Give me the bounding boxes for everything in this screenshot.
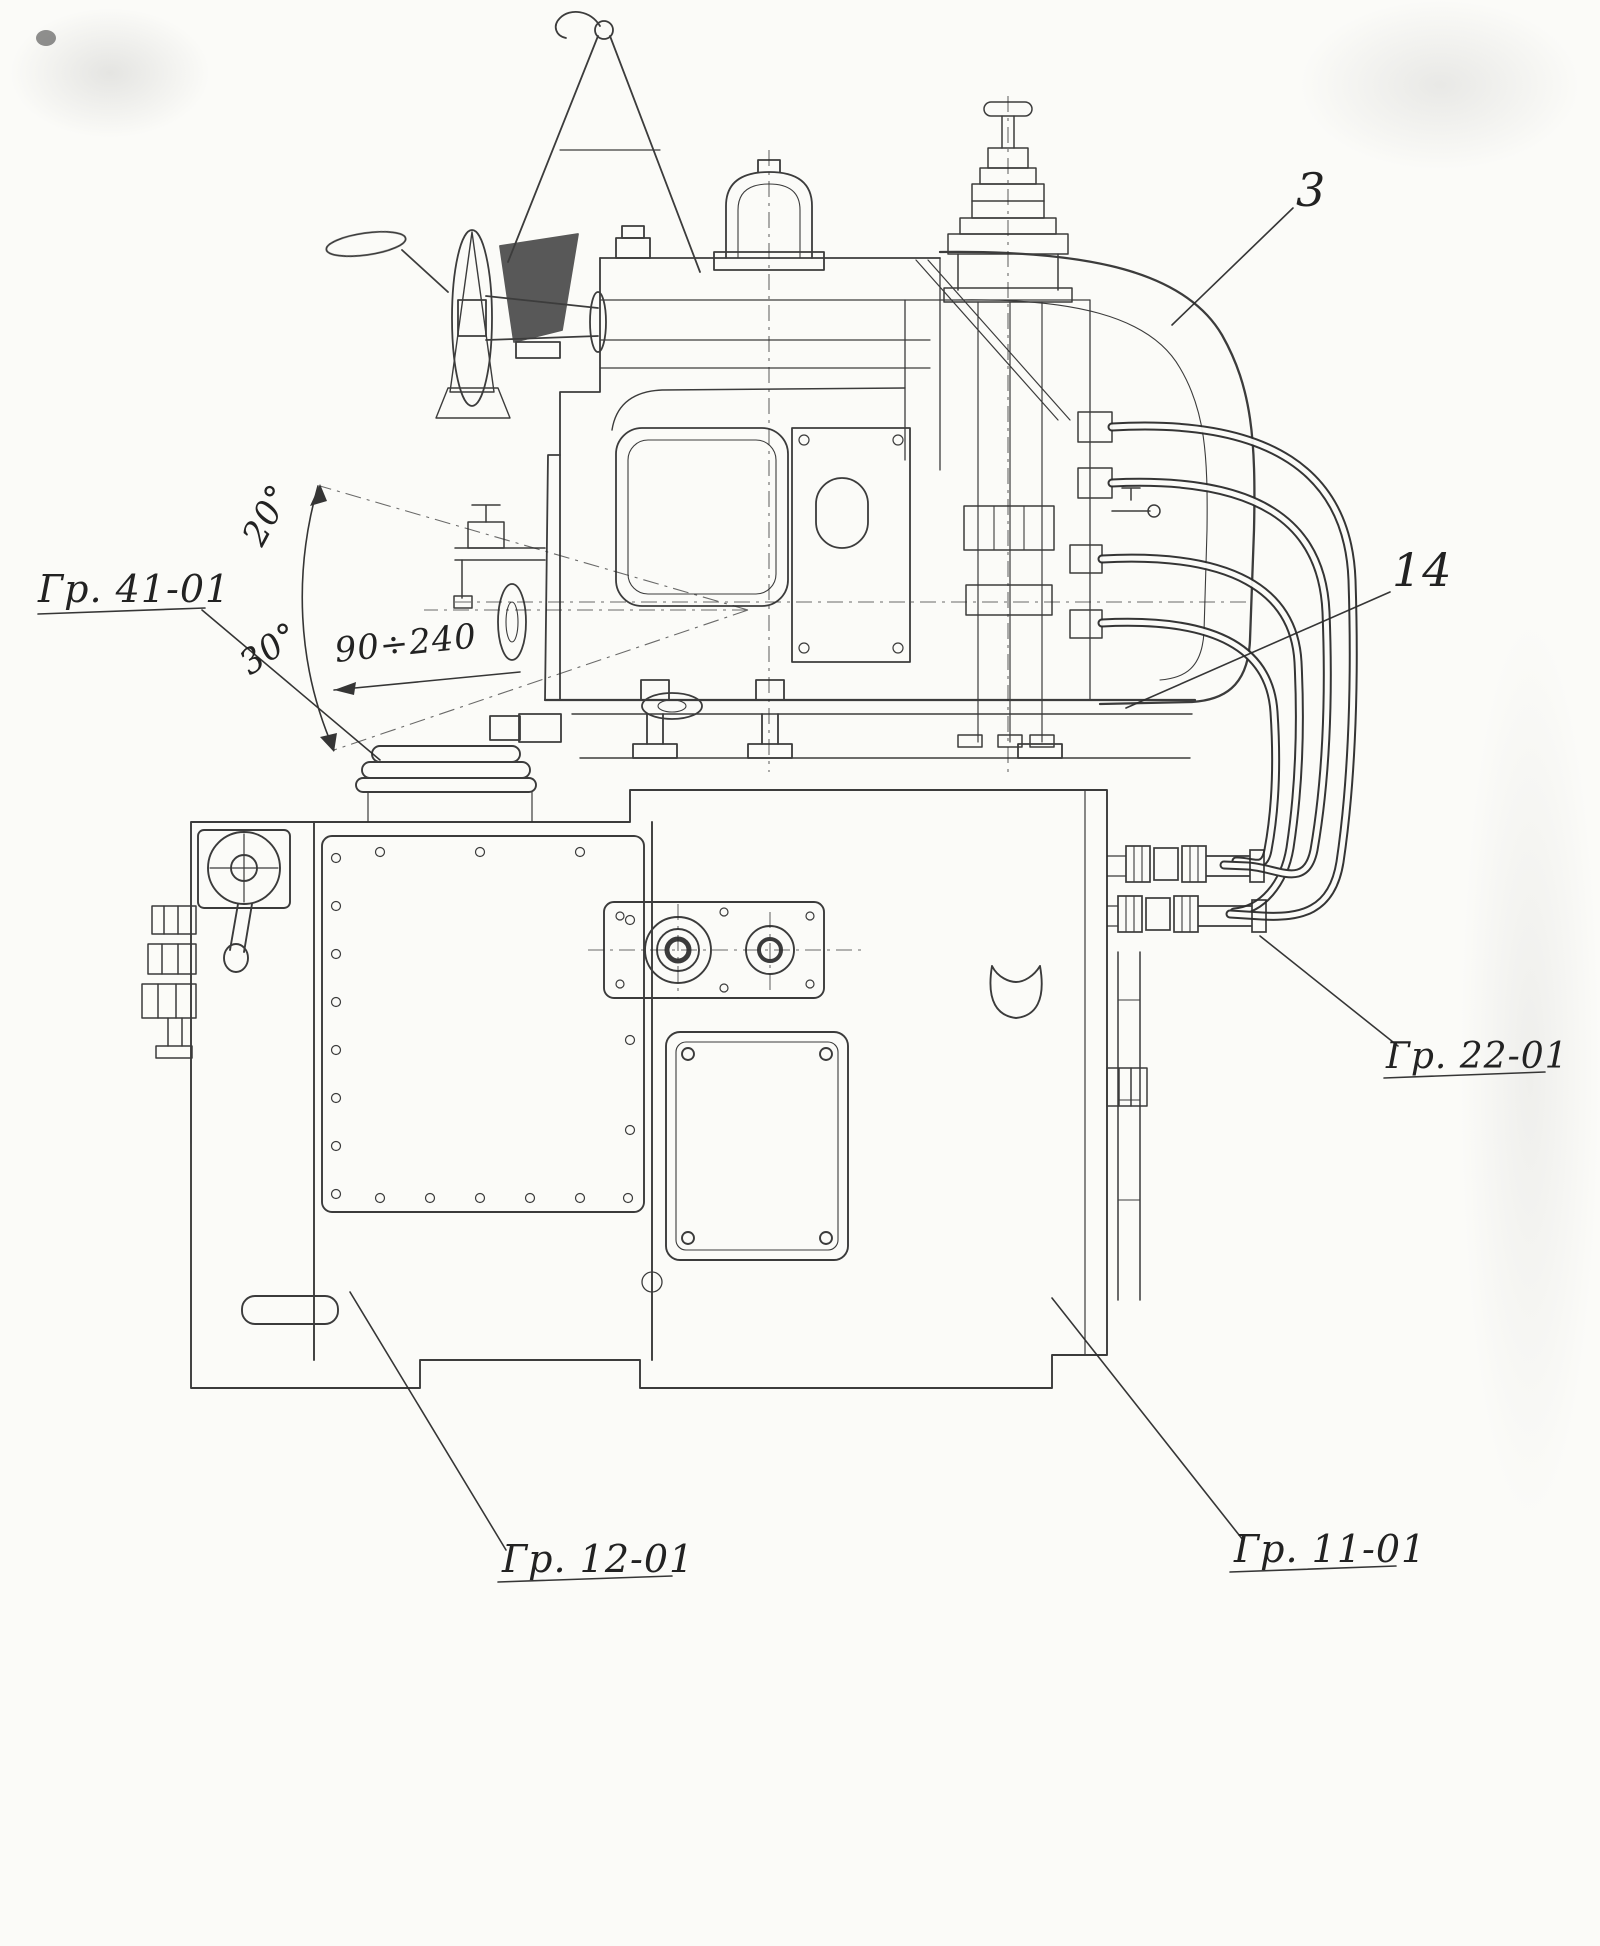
- foot-slot: [241, 1295, 339, 1325]
- group-12-01-label: Гр. 12-01: [501, 1537, 694, 1581]
- range-dim-line: [333, 671, 521, 691]
- door-rivets: [330, 846, 636, 1204]
- leader-group-11: [1051, 1297, 1244, 1541]
- callout-3-label: 3: [1296, 163, 1326, 217]
- left-fittings: [141, 905, 197, 1059]
- centerlines: [319, 96, 1250, 998]
- right-fitting: [1106, 951, 1148, 1301]
- dome-cap: [713, 159, 825, 271]
- hand-knob: [197, 829, 291, 973]
- callout-14-label: 14: [1392, 543, 1453, 597]
- valve-assembly: [943, 101, 1073, 748]
- underline-group-41: [37, 607, 206, 615]
- range-90-240-label: 90÷240: [333, 616, 479, 671]
- leader-part-14: [1125, 591, 1391, 709]
- angle-30-label: 30°: [232, 614, 307, 683]
- group-22-01-label: Гр. 22-01: [1385, 1036, 1569, 1077]
- bearing-plate: [603, 901, 825, 999]
- horn-bracket: [989, 965, 1043, 1019]
- angle-20-label: 20°: [234, 478, 299, 554]
- annotations: [37, 207, 1546, 1583]
- drain-cock: [453, 504, 546, 609]
- underline-group-11: [1229, 1565, 1397, 1573]
- group-41-01-label: Гр. 41-01: [37, 567, 230, 611]
- leader-group-22: [1259, 935, 1399, 1047]
- swivel-column-base: [355, 745, 537, 822]
- group-11-01-label: Гр. 11-01: [1233, 1527, 1426, 1571]
- hose-connectors: [1069, 411, 1161, 639]
- underline-group-22: [1383, 1071, 1546, 1079]
- hydraulic-hoses: [1097, 421, 1358, 921]
- leader-group-41: [201, 609, 381, 761]
- gear-head: [489, 387, 1197, 743]
- mounting-flange: [571, 679, 1193, 759]
- lever-linkage: [499, 11, 701, 359]
- underline-group-12: [497, 1575, 673, 1583]
- leader-part-3: [1171, 207, 1294, 326]
- handwheel: [325, 229, 607, 419]
- machine-base: [141, 789, 1148, 1389]
- swivel-arc: [301, 485, 335, 751]
- lower-cover: [665, 1031, 849, 1261]
- hose-fittings: [1107, 845, 1267, 933]
- leader-group-12: [349, 1291, 507, 1551]
- machine-head: [325, 11, 1256, 759]
